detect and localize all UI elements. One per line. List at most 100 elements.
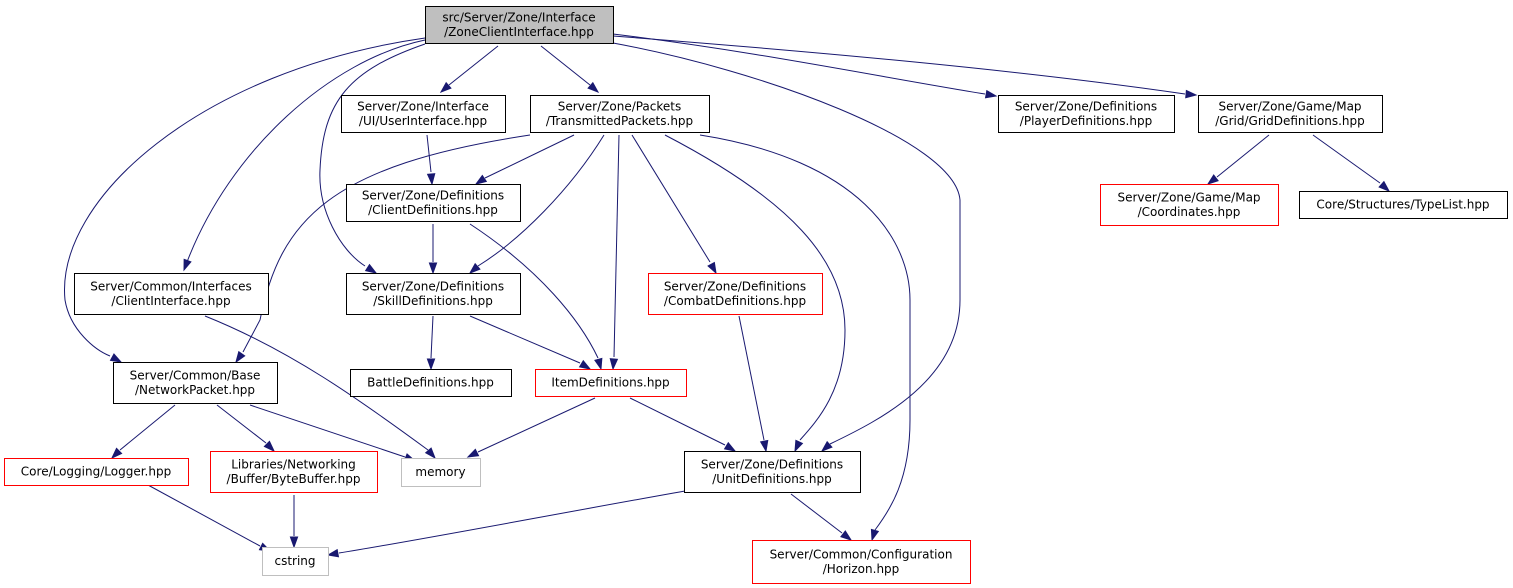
arrowhead-icon	[984, 89, 998, 99]
node-ud[interactable]: Server/Zone/Definitions/UnitDefinitions.…	[684, 451, 861, 493]
edge-cd-to-id	[469, 223, 603, 371]
arrowhead-icon	[707, 261, 717, 275]
edge-tp-to-sd	[468, 134, 605, 274]
edge-tp-to-np	[235, 134, 531, 364]
node-label-line: BattleDefinitions.hpp	[367, 376, 494, 390]
edge-np-to-log	[110, 404, 176, 460]
edges-layer	[64, 33, 1391, 558]
arrowhead-icon	[109, 353, 123, 363]
edge-sd-to-bd	[426, 315, 436, 371]
node-label-line: /UnitDefinitions.hpp	[712, 472, 831, 486]
node-ci[interactable]: Server/Common/Interfaces/ClientInterface…	[74, 273, 269, 315]
edge-zci-to-pd	[612, 33, 998, 99]
node-label-line: Server/Zone/Interface	[357, 99, 489, 113]
node-tl[interactable]: Core/Structures/TypeList.hpp	[1299, 191, 1508, 219]
node-hz[interactable]: Server/Common/Configuration/Horizon.hpp	[752, 540, 971, 584]
node-label-line: memory	[415, 465, 465, 479]
node-label-line: /PlayerDefinitions.hpp	[1020, 114, 1152, 128]
arrowhead-icon	[1185, 89, 1198, 99]
arrowhead-icon	[1378, 180, 1391, 192]
arrowhead-icon	[183, 258, 192, 272]
edge-zci-to-gd	[612, 35, 1198, 99]
edge-zci-to-sd	[319, 43, 426, 274]
edge-cbd-to-ud	[738, 315, 769, 453]
edge-tp-to-cbd	[631, 134, 717, 275]
node-label-line: Server/Zone/Game/Map	[1218, 99, 1361, 113]
node-log[interactable]: Core/Logging/Logger.hpp	[4, 458, 189, 486]
node-label-line: Server/Zone/Definitions	[1015, 99, 1157, 113]
arrowhead-icon	[426, 173, 436, 186]
node-label-line: /Buffer/ByteBuffer.hpp	[227, 472, 361, 486]
arrowhead-icon	[426, 358, 436, 371]
arrowhead-icon	[587, 81, 600, 93]
edge-ci-to-mem	[204, 315, 436, 460]
edge-ud-to-hz	[790, 493, 853, 541]
edge-tp-to-ud	[664, 134, 846, 453]
node-label-line: Server/Zone/Packets	[558, 99, 682, 113]
node-label-line: /Grid/GridDefinitions.hpp	[1215, 114, 1364, 128]
node-label-line: Server/Common/Interfaces	[90, 279, 251, 293]
edge-zci-to-ud	[612, 42, 961, 452]
arrowhead-icon	[439, 81, 452, 93]
edge-zci-to-tp	[540, 45, 600, 93]
node-label-line: /ClientDefinitions.hpp	[368, 203, 498, 217]
arrowhead-icon	[578, 359, 592, 370]
arrowhead-icon	[609, 358, 619, 371]
node-label-line: /UI/UserInterface.hpp	[359, 114, 487, 128]
arrowhead-icon	[428, 262, 438, 275]
edge-ui-to-cd	[426, 134, 436, 186]
edge-gd-to-coord	[1206, 134, 1270, 185]
edge-sd-to-id	[469, 315, 592, 370]
arrowhead-icon	[870, 528, 880, 542]
arrowhead-icon	[468, 262, 481, 274]
node-id[interactable]: ItemDefinitions.hpp	[535, 369, 687, 397]
node-label-line: /SkillDefinitions.hpp	[373, 294, 493, 308]
node-label-line: Server/Zone/Definitions	[664, 279, 806, 293]
edge-tp-to-id	[609, 134, 620, 371]
arrowhead-icon	[840, 530, 853, 541]
node-label-line: cstring	[274, 554, 315, 568]
arrowhead-icon	[594, 357, 603, 371]
node-label-line: /TransmittedPackets.hpp	[546, 114, 693, 128]
node-label-line: Server/Common/Base	[130, 368, 261, 382]
node-label-line: Server/Zone/Definitions	[362, 279, 504, 293]
node-label-line: Server/Zone/Definitions	[362, 188, 504, 202]
edge-zci-to-ci	[183, 39, 426, 272]
edge-zci-to-ui	[439, 45, 499, 93]
node-label-line: /NetworkPacket.hpp	[135, 383, 255, 397]
arrowhead-icon	[424, 447, 436, 460]
node-label-line: /CombatDefinitions.hpp	[664, 294, 806, 308]
edge-id-to-ud	[629, 397, 737, 452]
arrowhead-icon	[263, 440, 276, 453]
arrowhead-icon	[1206, 174, 1219, 185]
node-label-line: Libraries/Networking	[231, 457, 356, 471]
node-label-line: Server/Common/Configuration	[770, 547, 953, 561]
node-bd[interactable]: BattleDefinitions.hpp	[350, 369, 512, 397]
arrowhead-icon	[723, 441, 737, 452]
node-coord[interactable]: Server/Zone/Game/Map/Coordinates.hpp	[1100, 184, 1279, 226]
node-pd[interactable]: Server/Zone/Definitions/PlayerDefinition…	[998, 95, 1175, 133]
node-label-line: Server/Zone/Game/Map	[1117, 190, 1260, 204]
arrowhead-icon	[759, 439, 769, 453]
edge-bb-to-cs	[289, 495, 299, 549]
node-zci[interactable]: src/Server/Zone/Interface/ZoneClientInte…	[425, 6, 614, 44]
edge-gd-to-tl	[1312, 134, 1391, 192]
node-label-line: ItemDefinitions.hpp	[551, 376, 669, 390]
node-cs: cstring	[262, 547, 329, 576]
node-gd[interactable]: Server/Zone/Game/Map/Grid/GridDefinition…	[1198, 95, 1383, 133]
arrowhead-icon	[326, 548, 340, 558]
node-np[interactable]: Server/Common/Base/NetworkPacket.hpp	[113, 362, 278, 404]
edge-tp-to-cd	[474, 134, 575, 185]
node-bb[interactable]: Libraries/Networking/Buffer/ByteBuffer.h…	[210, 451, 378, 493]
node-sd[interactable]: Server/Zone/Definitions/SkillDefinitions…	[346, 273, 521, 315]
node-cd[interactable]: Server/Zone/Definitions/ClientDefinition…	[346, 184, 521, 222]
arrowhead-icon	[110, 447, 123, 460]
node-label-line: /ZoneClientInterface.hpp	[444, 25, 594, 39]
node-cbd[interactable]: Server/Zone/Definitions/CombatDefinition…	[648, 273, 823, 315]
node-ui[interactable]: Server/Zone/Interface/UI/UserInterface.h…	[341, 95, 506, 133]
arrowhead-icon	[820, 440, 833, 452]
edge-ud-to-cs	[326, 490, 686, 558]
arrowhead-icon	[289, 536, 299, 549]
node-tp[interactable]: Server/Zone/Packets/TransmittedPackets.h…	[530, 95, 710, 133]
